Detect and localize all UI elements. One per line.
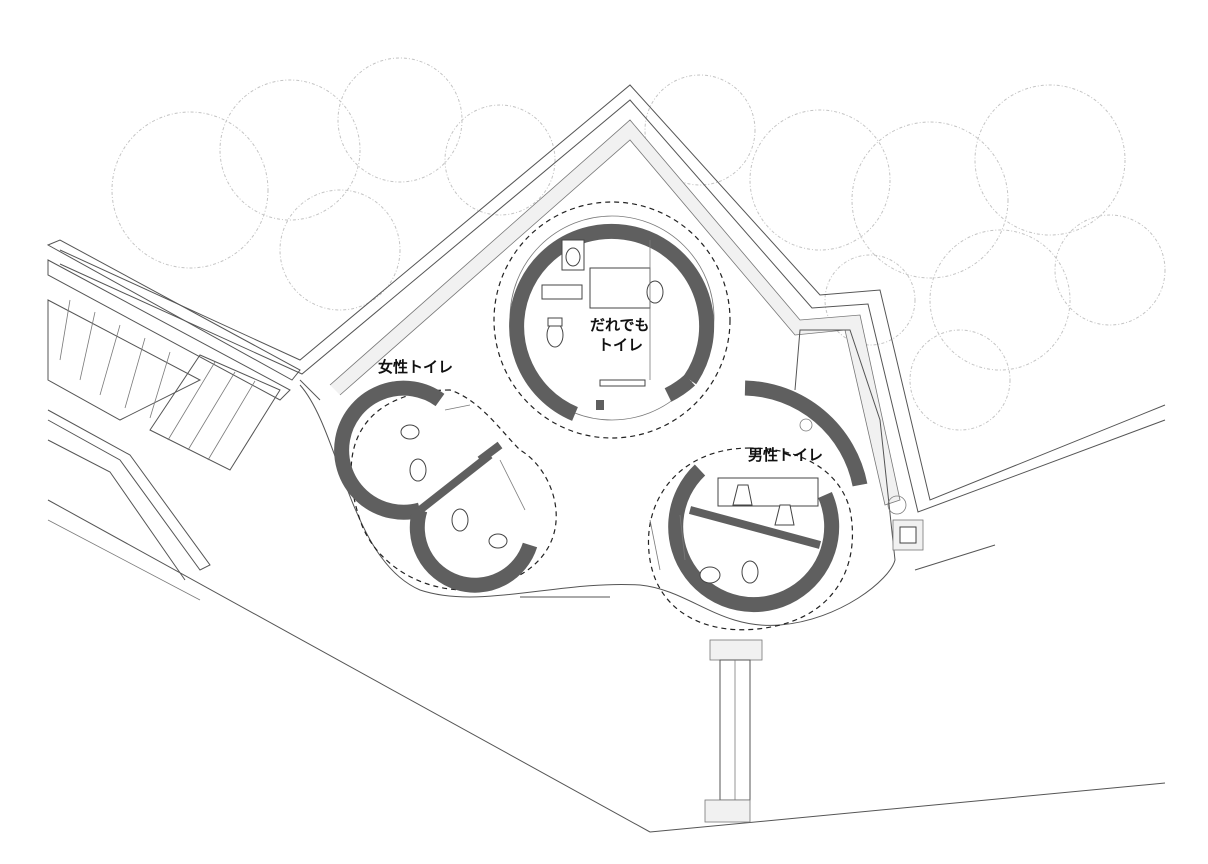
toilet-icon <box>451 508 469 532</box>
plaza <box>299 329 996 626</box>
tree-canopies <box>111 57 1166 431</box>
sink-icon <box>565 247 581 267</box>
toilet-icon <box>409 458 427 482</box>
tree-canopy-icon <box>824 254 916 346</box>
tree-canopy-icon <box>909 329 1011 431</box>
mens-toilet: 男性トイレ <box>648 380 868 631</box>
perimeter-wall <box>59 84 1166 513</box>
womens-toilet: 女性トイレ <box>334 358 557 593</box>
tree-canopy-icon <box>974 84 1126 236</box>
toilet-icon <box>741 560 759 584</box>
boardwalk <box>704 639 763 823</box>
site-edges <box>47 499 1166 833</box>
mens-toilet-label: 男性トイレ <box>748 446 823 464</box>
womens-toilet-label: 女性トイレ <box>378 358 453 376</box>
accessible-toilet: だれでも トイレ <box>493 201 731 439</box>
urinal-icon <box>774 504 795 526</box>
urinal-icon <box>732 484 753 506</box>
tree-canopy-icon <box>111 111 269 269</box>
stairs <box>46 239 301 581</box>
tree-canopy-icon <box>337 57 463 183</box>
accessible-toilet-label-line1: だれでも <box>590 316 650 334</box>
site-details <box>799 418 924 551</box>
tree-canopy-icon <box>219 79 361 221</box>
tree-canopy-icon <box>279 189 401 311</box>
tree-canopy-icon <box>444 104 556 216</box>
tree-canopy-icon <box>644 74 756 186</box>
tree-canopy-icon <box>1054 214 1166 326</box>
tree-canopy-icon <box>749 109 891 251</box>
tree-canopy-icon <box>929 229 1071 371</box>
tree-canopy-icon <box>851 121 1009 279</box>
sink-icon <box>488 533 508 549</box>
sink-icon <box>699 566 721 584</box>
toilet-icon <box>546 322 564 348</box>
accessible-toilet-label-line2: トイレ <box>598 336 643 354</box>
sink-icon <box>400 424 420 440</box>
